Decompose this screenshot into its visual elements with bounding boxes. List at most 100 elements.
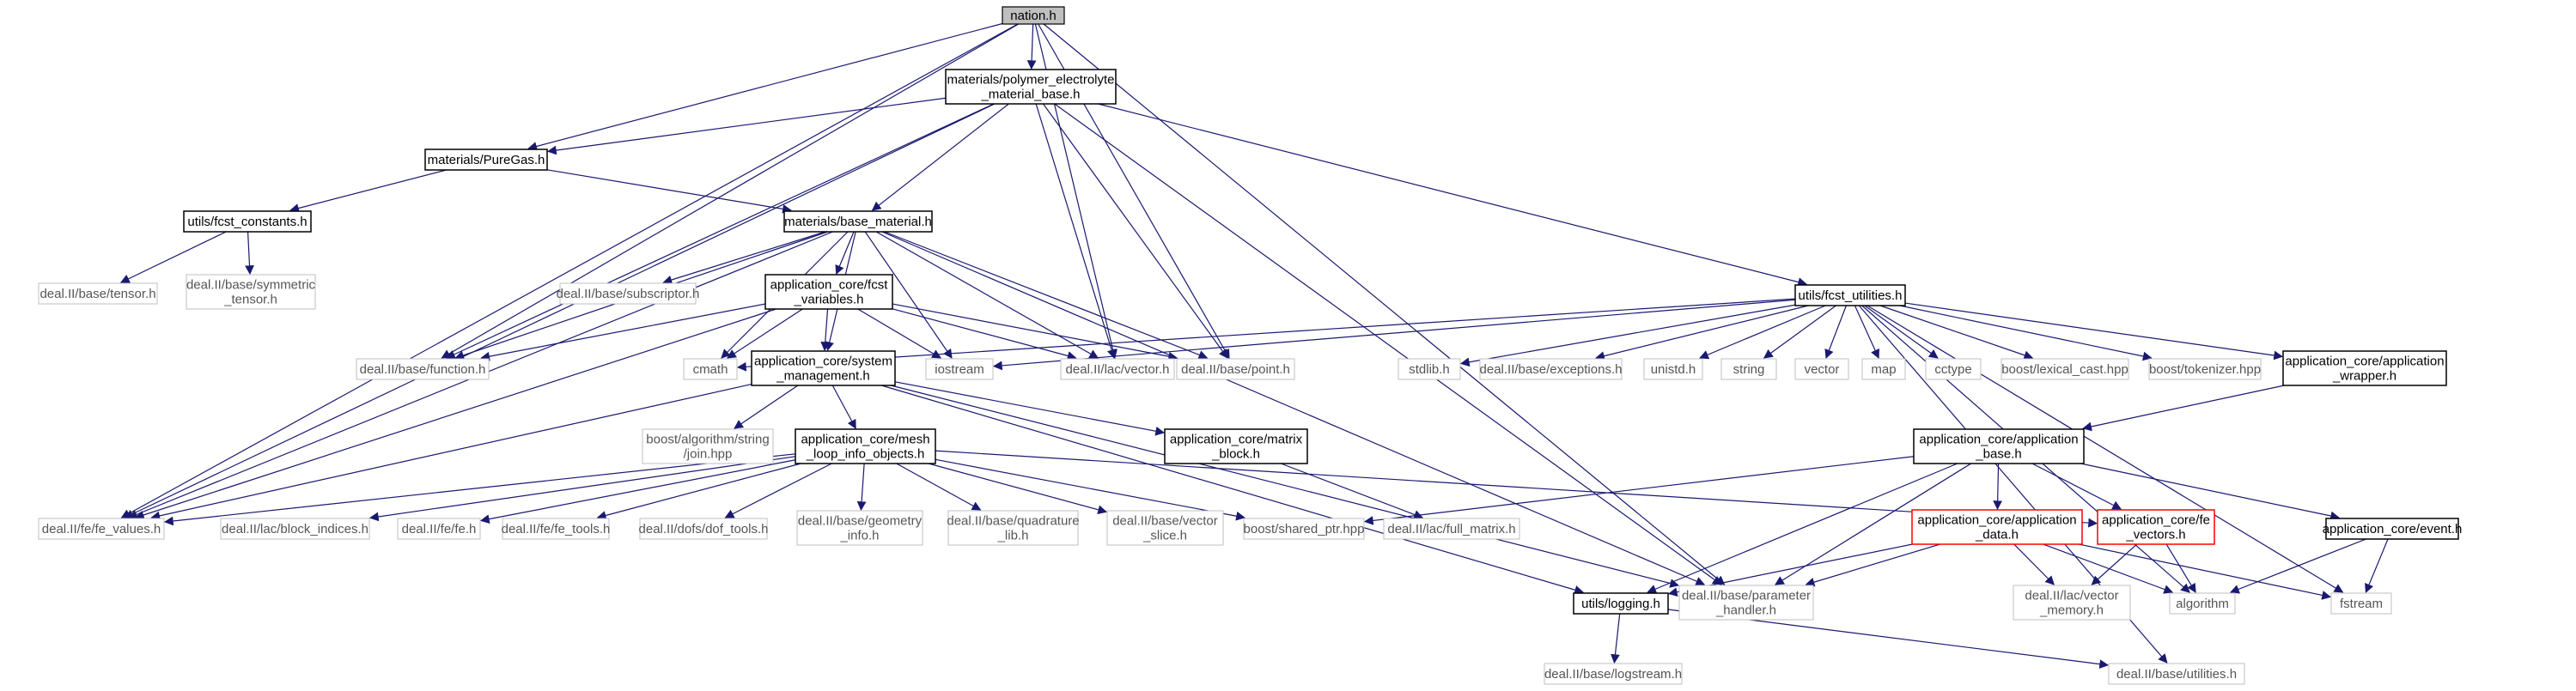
node-label: string bbox=[1733, 362, 1765, 377]
node-box bbox=[1643, 358, 1703, 380]
node-box bbox=[1398, 358, 1461, 380]
edge-fcst_variables-to-fevalues bbox=[134, 308, 776, 520]
node-vecmemory: deal.II/lac/vector_memory.h bbox=[2013, 585, 2131, 621]
edge-fcst_variables-to-cmath bbox=[727, 308, 803, 359]
node-label: application_core/event.h bbox=[2323, 522, 2463, 536]
edge-fcst_utilities-to-fstream bbox=[1867, 305, 2344, 593]
node-puregas[interactable]: materials/PureGas.h bbox=[424, 149, 548, 171]
node-box bbox=[642, 428, 774, 464]
node-label: iostream bbox=[935, 362, 984, 377]
node-matrixblock[interactable]: application_core/matrix_block.h bbox=[1164, 428, 1308, 464]
node-label: algorithm bbox=[2176, 597, 2229, 611]
node-label: deal.II/lac/block_indices.h bbox=[222, 522, 368, 536]
node-label: deal.II/base/vector bbox=[1112, 514, 1218, 529]
node-paramhandler: deal.II/base/parameter_handler.h bbox=[1678, 585, 1814, 621]
node-label: _data.h bbox=[1975, 528, 2019, 542]
node-box bbox=[1911, 509, 2083, 545]
edge-puregas-to-fcst_constants bbox=[289, 169, 447, 213]
node-box bbox=[1794, 284, 1906, 306]
edge-root-to-function bbox=[441, 23, 1020, 359]
edge-appbase-to-fevectors bbox=[2031, 463, 2122, 510]
node-fstream: fstream bbox=[2330, 592, 2392, 615]
node-meshloop[interactable]: application_core/mesh_loop_info_objects.… bbox=[795, 428, 936, 464]
edge-base_material-to-paramhandler bbox=[881, 231, 1706, 586]
node-label: deal.II/lac/vector bbox=[2025, 589, 2118, 603]
edge-appwrapper-to-appbase bbox=[2082, 385, 2285, 432]
node-label: deal.II/lac/vector.h bbox=[1066, 362, 1170, 377]
node-event[interactable]: application_core/event.h bbox=[2323, 518, 2463, 540]
node-label: boost/lexical_cast.hpp bbox=[2001, 362, 2128, 377]
edge-meshloop-to-sharedptr bbox=[935, 458, 1245, 521]
node-label: vector bbox=[1805, 362, 1840, 377]
node-box bbox=[2325, 518, 2459, 540]
edge-appdata-to-fstream bbox=[2079, 543, 2332, 600]
edge-fcst_variables-to-sysmgmt bbox=[820, 308, 831, 352]
node-label: _block.h bbox=[1211, 447, 1260, 462]
node-label: application_core/matrix bbox=[1170, 433, 1303, 447]
edge-fcst_utilities-to-iostream bbox=[992, 299, 1796, 371]
node-fullmatrix: deal.II/lac/full_matrix.h bbox=[1383, 518, 1520, 540]
edge-fcst_utilities-to-vector bbox=[1824, 305, 1847, 360]
edge-fcst_utilities-to-appwrapper bbox=[1904, 302, 2284, 361]
edge-fcst_variables-to-function bbox=[480, 303, 766, 361]
node-lacvector: deal.II/lac/vector.h bbox=[1060, 358, 1175, 380]
edge-appdata-to-algorithm bbox=[2043, 543, 2174, 594]
node-label: deal.II/base/point.h bbox=[1181, 362, 1290, 377]
node-polymer[interactable]: materials/polymer_electrolyte_material_b… bbox=[945, 69, 1117, 105]
node-box bbox=[2169, 592, 2236, 615]
edge-base_material-to-iostream bbox=[864, 231, 953, 359]
edge-fcst_variables-to-point bbox=[892, 303, 1178, 361]
edge-fcst_constants-to-tensor bbox=[119, 231, 227, 283]
node-string: string bbox=[1720, 358, 1777, 380]
node-label: _memory.h bbox=[2039, 603, 2104, 618]
node-boostjoin: boost/algorithm/string/join.hpp bbox=[642, 428, 774, 464]
node-label: deal.II/base/utilities.h bbox=[2116, 667, 2237, 682]
node-label: application_core/application bbox=[2285, 355, 2444, 369]
edge-sysmgmt-to-fevalues bbox=[150, 383, 752, 521]
edge-meshloop-to-blockindices bbox=[368, 456, 796, 522]
node-label: utils/fcst_utilities.h bbox=[1799, 288, 1903, 303]
edge-puregas-to-base_material bbox=[546, 169, 792, 214]
node-fcst_utilities[interactable]: utils/fcst_utilities.h bbox=[1794, 284, 1906, 306]
edge-meshloop-to-fevalues bbox=[163, 453, 796, 526]
node-sysmgmt[interactable]: application_core/system_management.h bbox=[751, 350, 896, 386]
node-box bbox=[1794, 358, 1849, 380]
node-feh: deal.II/fe/fe.h bbox=[397, 518, 481, 540]
node-box bbox=[38, 282, 158, 305]
node-base_material[interactable]: materials/base_material.h bbox=[783, 210, 933, 233]
node-label: deal.II/base/subscriptor.h bbox=[557, 287, 700, 301]
node-label: application_core/application bbox=[1917, 513, 2076, 528]
node-stdlib: stdlib.h bbox=[1398, 358, 1461, 380]
node-box bbox=[424, 149, 548, 171]
node-fcst_constants[interactable]: utils/fcst_constants.h bbox=[183, 210, 312, 233]
node-label: materials/base_material.h bbox=[784, 215, 932, 229]
node-box bbox=[1573, 592, 1669, 615]
node-appdata[interactable]: application_core/application_data.h bbox=[1911, 509, 2083, 545]
node-function: deal.II/base/function.h bbox=[356, 358, 490, 380]
node-box bbox=[795, 428, 936, 464]
node-box bbox=[2282, 350, 2447, 386]
node-label: deal.II/dofs/dof_tools.h bbox=[639, 522, 769, 536]
node-label: unistd.h bbox=[1651, 362, 1696, 377]
node-box bbox=[1164, 428, 1308, 464]
node-label: /join.hpp bbox=[684, 447, 733, 462]
node-fcst_variables[interactable]: application_core/fcst_variables.h bbox=[764, 274, 893, 310]
edge-appbase-to-appdata bbox=[1993, 463, 2003, 511]
node-box bbox=[1925, 358, 1982, 380]
node-label: _material_base.h bbox=[980, 88, 1080, 102]
node-box bbox=[1106, 510, 1224, 546]
node-fevectors[interactable]: application_core/fe_vectors.h bbox=[2097, 509, 2215, 545]
edge-sysmgmt-to-logging bbox=[881, 385, 1584, 595]
node-appwrapper[interactable]: application_core/application_wrapper.h bbox=[2282, 350, 2447, 386]
node-appbase[interactable]: application_core/application_base.h bbox=[1913, 428, 2085, 464]
edge-base_material-to-point bbox=[884, 231, 1209, 360]
node-label: utils/logging.h bbox=[1581, 597, 1660, 611]
node-point: deal.II/base/point.h bbox=[1176, 358, 1295, 380]
node-label: deal.II/base/quadrature bbox=[947, 514, 1079, 529]
node-logging[interactable]: utils/logging.h bbox=[1573, 592, 1669, 615]
node-box bbox=[1383, 518, 1520, 540]
node-root[interactable]: nation.h bbox=[1002, 6, 1065, 25]
node-box bbox=[1002, 6, 1065, 25]
node-box bbox=[1060, 358, 1175, 380]
node-label: nation.h bbox=[1010, 9, 1056, 23]
